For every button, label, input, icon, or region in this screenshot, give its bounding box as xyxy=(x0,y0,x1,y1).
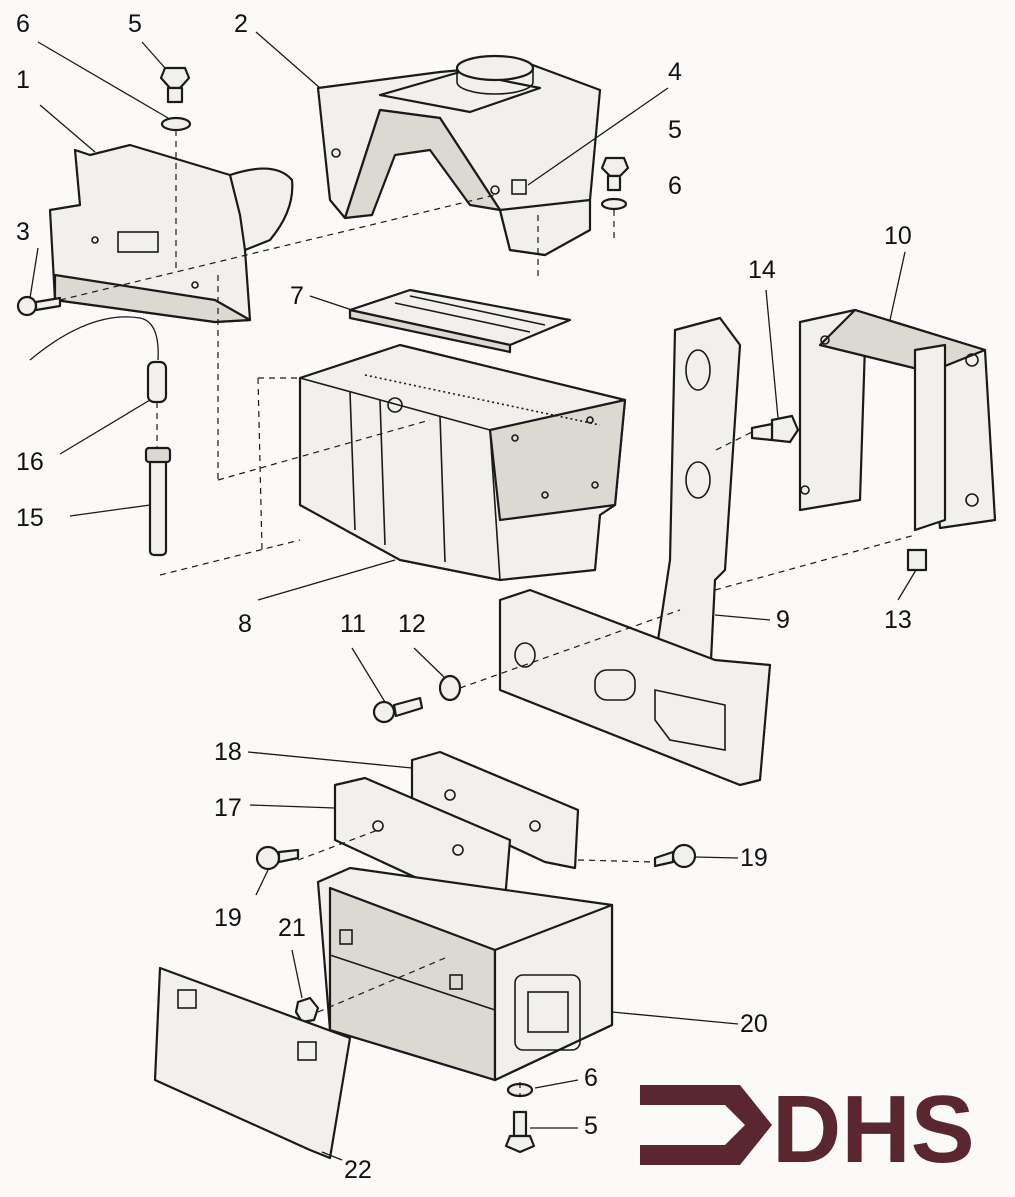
callout-11: 11 xyxy=(340,610,366,638)
leader-lines xyxy=(29,31,917,1161)
part-1-front-bracket xyxy=(48,143,294,324)
part-2-draught-hood xyxy=(316,54,602,257)
callout-6-bottom: 6 xyxy=(584,1064,598,1092)
logo-arrow-icon xyxy=(640,1085,772,1165)
callout-5-bottom: 5 xyxy=(584,1112,598,1140)
dhs-logo: DHS xyxy=(640,1076,975,1183)
callout-12: 12 xyxy=(398,610,426,638)
callout-21: 21 xyxy=(278,914,306,942)
part-9-back-frame xyxy=(498,316,772,787)
callout-19-left: 19 xyxy=(214,904,242,932)
part-8-heat-exchanger xyxy=(298,343,627,582)
callout-1: 1 xyxy=(16,66,30,94)
callout-16: 16 xyxy=(16,448,44,476)
callout-5-right: 5 xyxy=(668,116,682,144)
callout-8: 8 xyxy=(238,610,252,638)
callout-5-top: 5 xyxy=(128,10,142,38)
part-15-16-probe xyxy=(29,316,172,557)
callout-14: 14 xyxy=(748,256,776,284)
callout-2: 2 xyxy=(234,10,248,38)
callout-6-top: 6 xyxy=(16,10,30,38)
callout-17: 17 xyxy=(214,794,242,822)
callout-9: 9 xyxy=(776,606,790,634)
callout-6-right: 6 xyxy=(668,172,682,200)
part-20-combustion-box xyxy=(316,866,614,1082)
callout-7: 7 xyxy=(290,282,304,310)
callout-3: 3 xyxy=(16,218,30,246)
callout-labels: 1 2 3 4 5 5 5 6 6 6 7 8 9 10 11 12 13 14… xyxy=(16,10,912,1184)
callout-13: 13 xyxy=(884,606,912,634)
alignment-lines xyxy=(59,130,916,1096)
part-7-burner-top xyxy=(348,288,572,354)
callout-18: 18 xyxy=(214,738,242,766)
callout-10: 10 xyxy=(884,222,912,250)
callout-15: 15 xyxy=(16,504,44,532)
logo-text: DHS xyxy=(772,1076,975,1183)
part-22-front-cover xyxy=(153,966,352,1160)
callout-20: 20 xyxy=(740,1010,768,1038)
callout-22: 22 xyxy=(344,1156,372,1184)
callout-4: 4 xyxy=(668,58,682,86)
callout-19-right: 19 xyxy=(740,844,768,872)
hardware-fasteners xyxy=(16,66,928,1154)
part-10-side-bracket xyxy=(798,308,997,532)
